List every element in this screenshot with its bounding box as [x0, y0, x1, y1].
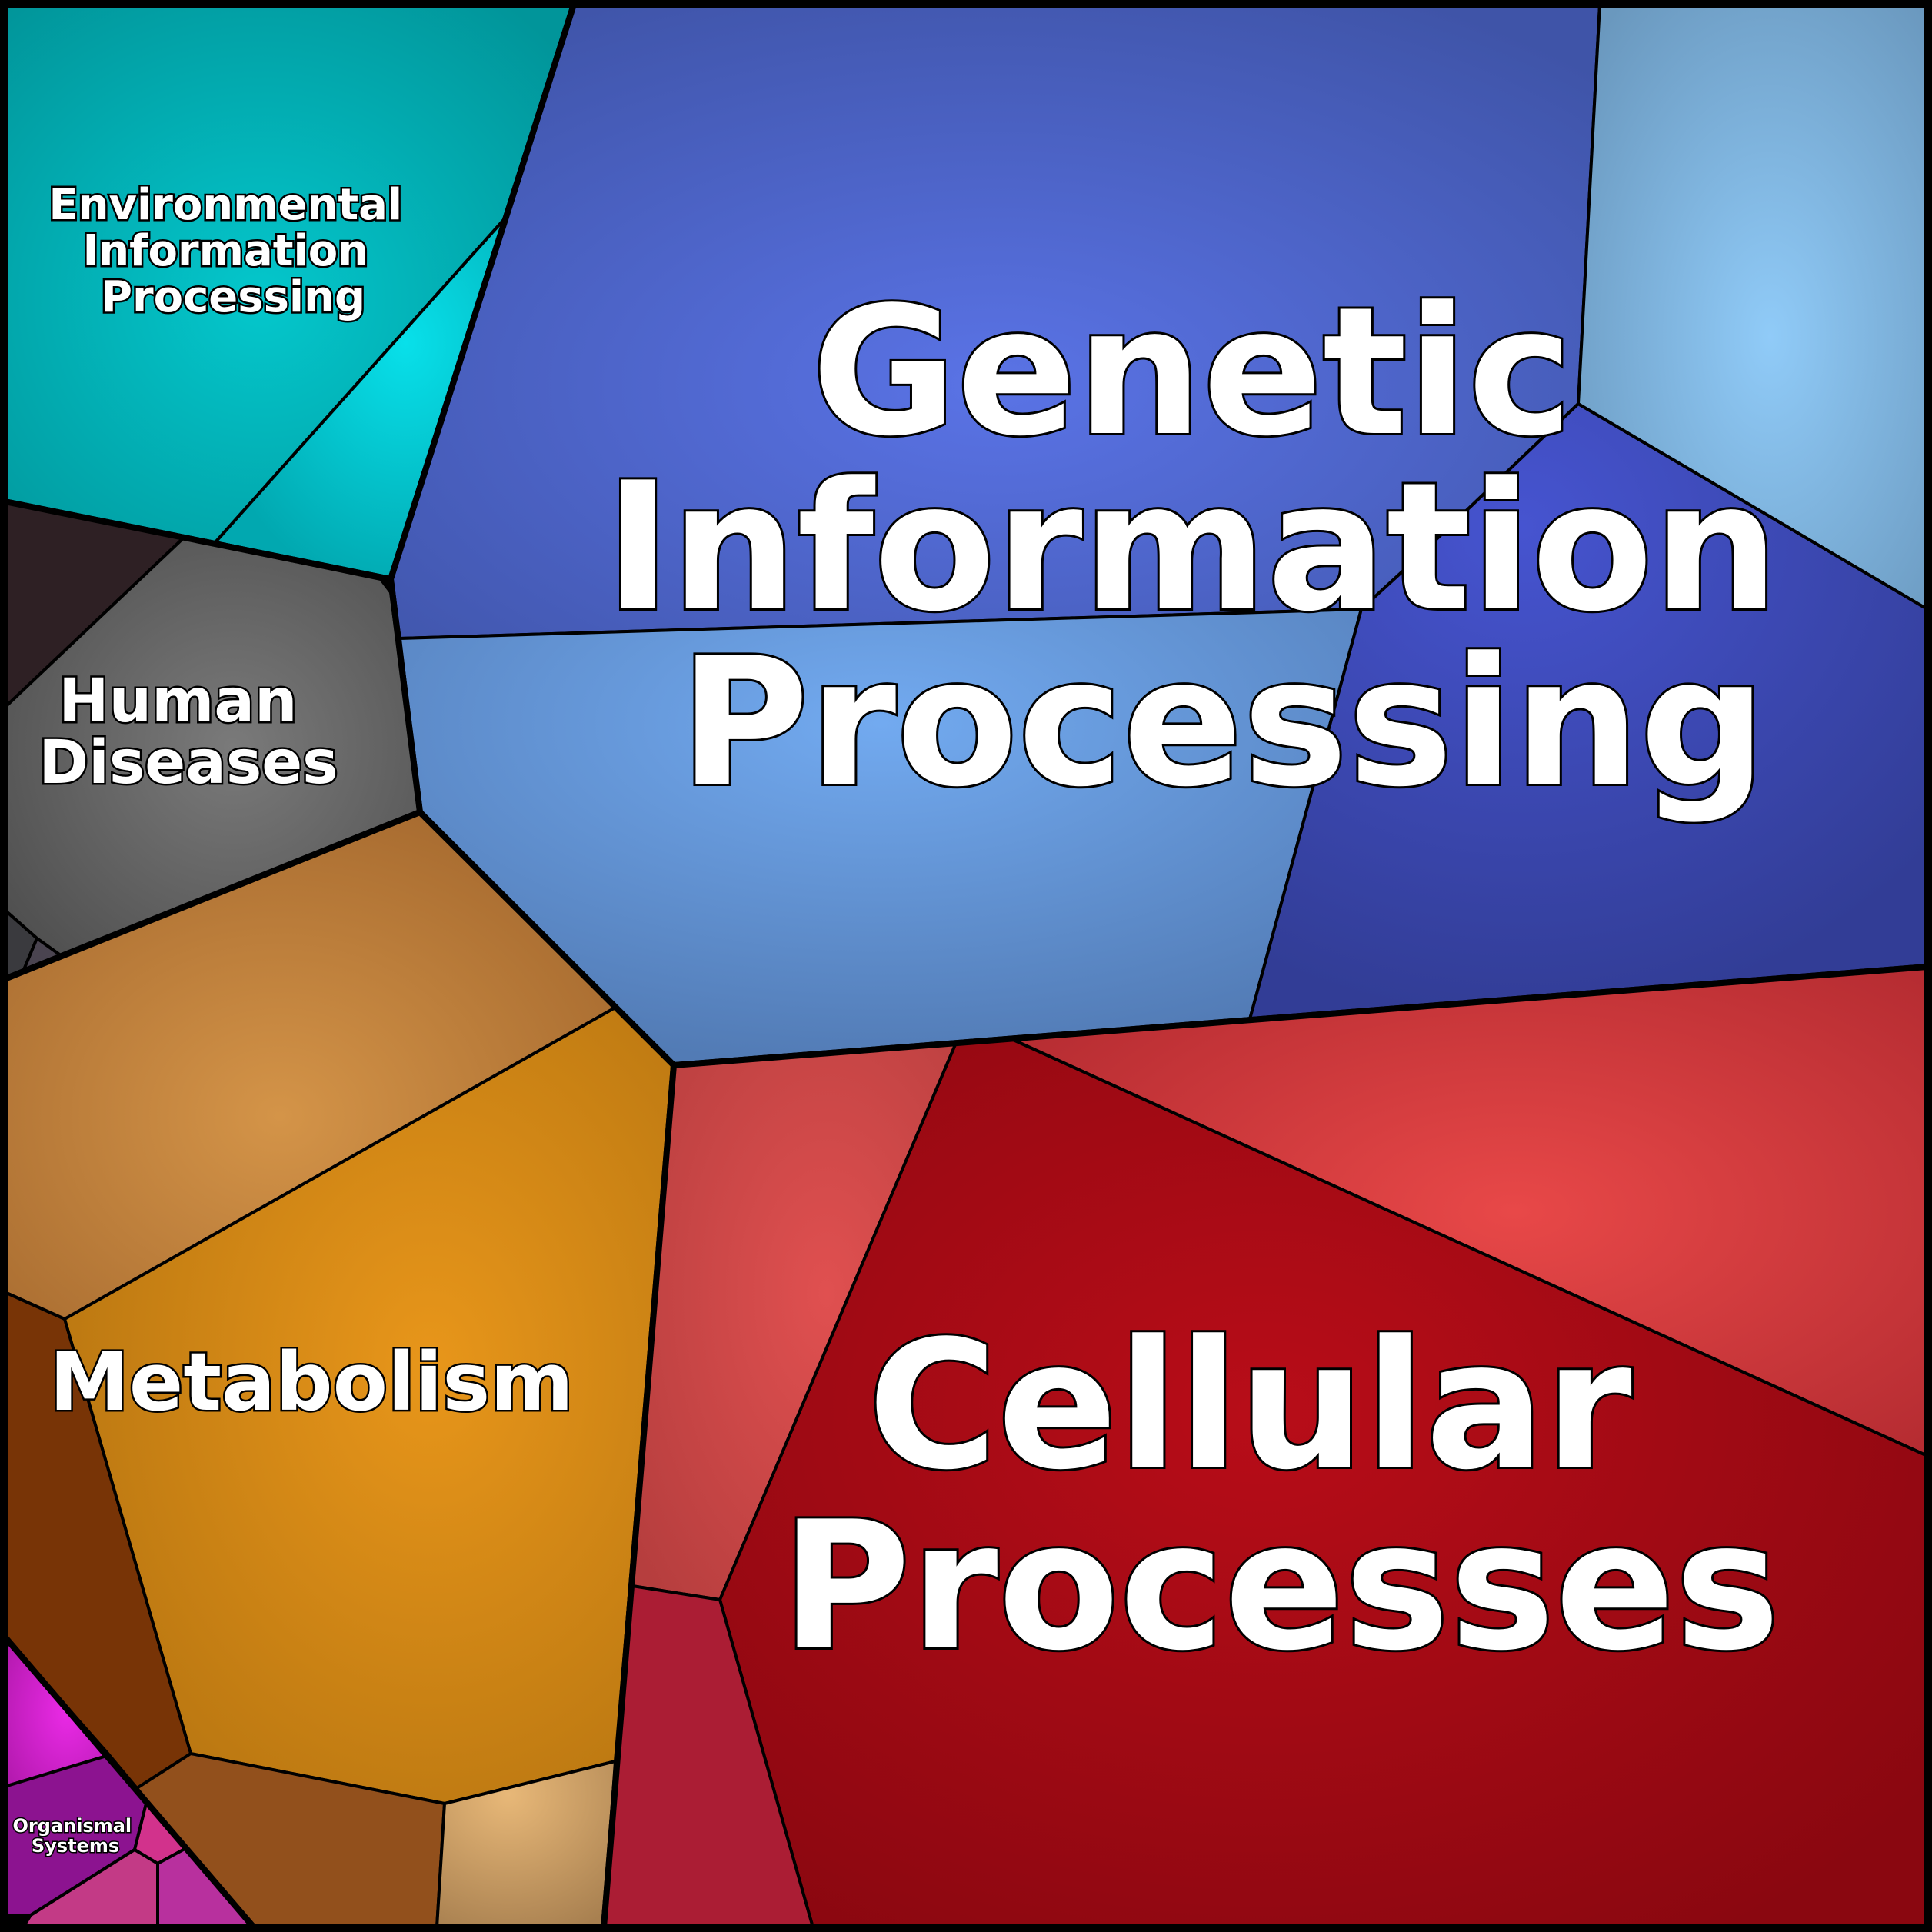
metabolism-label: Metabolism: [49, 1335, 573, 1429]
organismal-label: Organismal Systems: [13, 1815, 138, 1857]
organismal-region: [2, 1634, 257, 1930]
genetic-label: Genetic Information Processing: [605, 270, 1840, 826]
cellular-label: Cellular Processes: [781, 1304, 1780, 1690]
human-diseases-label: Human Diseases: [38, 667, 338, 798]
environmental-label: Environmental Information Processing: [48, 180, 417, 322]
cellular-region: [601, 964, 1930, 1930]
